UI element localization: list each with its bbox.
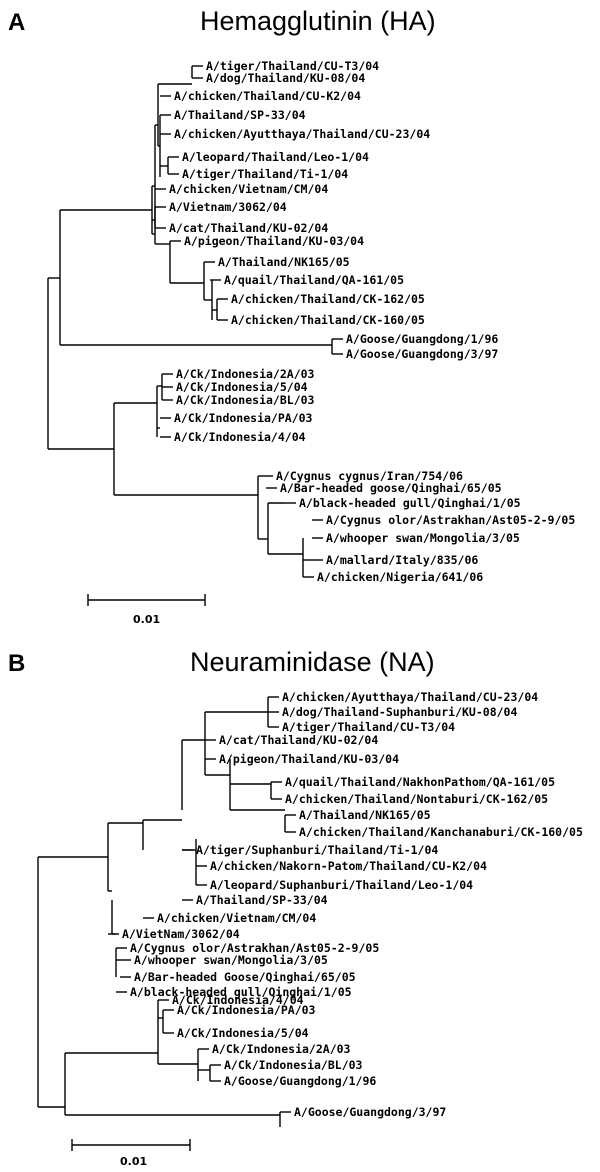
- tree-a-leaf-label: A/Ck/Indonesia/BL/03: [176, 393, 315, 407]
- tree-a-leaf-label: A/Thailand/SP-33/04: [174, 108, 306, 122]
- panel-a-title: Hemagglutinin (HA): [200, 6, 436, 36]
- tree-b-leaf-label: A/Ck/Indonesia/PA/03: [177, 1003, 316, 1017]
- tree-b-leaf-label: A/Ck/Indonesia/2A/03: [212, 1042, 351, 1056]
- panel-a: A Hemagglutinin (HA): [8, 6, 575, 626]
- tree-b-leaf-label: A/chicken/Ayutthaya/Thailand/CU-23/04: [282, 690, 538, 704]
- tree-b-leaf-label: A/Ck/Indonesia/4/04: [172, 993, 304, 1007]
- tree-b-leaf-label: A/chicken/Vietnam/CM/04: [157, 911, 316, 925]
- tree-a-leaf-label: A/Thailand/NK165/05: [218, 255, 350, 269]
- scale-bar-line: [87, 594, 206, 606]
- tree-b-leaf-label: A/VietNam/3062/04: [122, 927, 240, 941]
- tree-b-leaf-label: A/whooper swan/Mongolia/3/05: [134, 953, 328, 967]
- tree-b-leaf-label: A/tiger/Thailand/CU-T3/04: [282, 720, 455, 734]
- panel-a-scale-bar: 0.01: [87, 594, 206, 626]
- tree-b-leaf-label: A/quail/Thailand/NakhonPathom/QA-161/05: [285, 775, 555, 789]
- tree-b-leaf-label: A/Ck/Indonesia/5/04: [177, 1026, 309, 1040]
- tree-a-leaf-label: A/Vietnam/3062/04: [169, 200, 287, 214]
- tree-b-leaf-label: A/Thailand/SP-33/04: [196, 893, 328, 907]
- scale-bar-line: [71, 1139, 191, 1151]
- tree-b-leaf-label: A/chicken/Thailand/Kanchanaburi/CK-160/0…: [299, 825, 583, 839]
- tree-b-leaf-label: A/Thailand/NK165/05: [299, 808, 431, 822]
- panel-b: B Neuraminidase (NA): [8, 647, 583, 1168]
- panel-b-leaves: A/chicken/Ayutthaya/Thailand/CU-23/04A/d…: [108, 690, 583, 1119]
- panel-b-letter: B: [8, 650, 25, 677]
- tree-a-leaf-label: A/Cygnus olor/Astrakhan/Ast05-2-9/05: [326, 513, 575, 527]
- tree-a-leaf-label: A/tiger/Thailand/Ti-1/04: [182, 167, 348, 181]
- tree-b-leaf-label: A/Ck/Indonesia/BL/03: [224, 1058, 363, 1072]
- tree-a-leaf-label: A/Goose/Guangdong/1/96: [346, 332, 498, 346]
- tree-a-leaf-label: A/dog/Thailand/KU-08/04: [206, 71, 365, 85]
- tree-a-leaf-label: A/chicken/Nigeria/641/06: [317, 570, 483, 584]
- tree-b-leaf-label: A/chicken/Thailand/Nontaburi/CK-162/05: [285, 792, 548, 806]
- tree-a-leaf-label: A/chicken/Ayutthaya/Thailand/CU-23/04: [174, 127, 430, 141]
- panel-a-leaves: A/tiger/Thailand/CU-T3/04A/dog/Thailand/…: [155, 59, 575, 584]
- tree-a-leaf-label: A/Ck/Indonesia/4/04: [174, 430, 306, 444]
- tree-a-leaf-label: A/tiger/Thailand/CU-T3/04: [206, 59, 379, 73]
- tree-a-leaf-label: A/chicken/Thailand/CU-K2/04: [174, 89, 361, 103]
- tree-a-leaf-label: A/black-headed gull/Qinghai/1/05: [299, 496, 521, 510]
- tree-b-leaf-label: A/dog/Thailand-Suphanburi/KU-08/04: [282, 705, 517, 719]
- tree-a-leaf-label: A/chicken/Thailand/CK-162/05: [231, 292, 425, 306]
- tree-a-leaf-label: A/Cygnus cygnus/Iran/754/06: [276, 469, 463, 483]
- tree-a-leaf-label: A/leopard/Thailand/Leo-1/04: [182, 150, 369, 164]
- tree-b-leaf-label: A/Goose/Guangdong/3/97: [294, 1105, 446, 1119]
- panel-b-scale-bar: 0.01: [71, 1139, 191, 1168]
- tree-a-leaf-label: A/Ck/Indonesia/PA/03: [174, 411, 313, 425]
- tree-b-leaf-label: A/Bar-headed Goose/Qinghai/65/05: [134, 970, 356, 984]
- tree-a-leaf-label: A/cat/Thailand/KU-02/04: [169, 221, 328, 235]
- tree-b-leaf-label: A/pigeon/Thailand/KU-03/04: [219, 752, 399, 766]
- tree-a-leaf-label: A/Ck/Indonesia/5/04: [176, 380, 308, 394]
- tree-a-leaf-label: A/mallard/Italy/835/06: [326, 553, 478, 567]
- tree-a-leaf-label: A/Goose/Guangdong/3/97: [346, 347, 498, 361]
- tree-b-leaf-label: A/cat/Thailand/KU-02/04: [219, 733, 378, 747]
- tree-a-leaf-label: A/chicken/Vietnam/CM/04: [169, 182, 328, 196]
- tree-a-leaf-label: A/Bar-headed goose/Qinghai/65/05: [280, 481, 502, 495]
- tree-b-leaf-label: A/chicken/Nakorn-Patom/Thailand/CU-K2/04: [210, 859, 487, 873]
- tree-b-leaf-label: A/tiger/Suphanburi/Thailand/Ti-1/04: [196, 843, 438, 857]
- scale-bar-label: 0.01: [133, 613, 160, 626]
- tree-a-leaf-label: A/pigeon/Thailand/KU-03/04: [184, 234, 364, 248]
- panel-a-letter: A: [8, 9, 25, 36]
- tree-b-leaf-label: A/leopard/Suphanburi/Thailand/Leo-1/04: [210, 878, 473, 892]
- tree-a-leaf-label: A/whooper swan/Mongolia/3/05: [326, 531, 520, 545]
- tree-a-leaf-label: A/Ck/Indonesia/2A/03: [176, 367, 315, 381]
- tree-b-leaf-label: A/black-headed gull/Qinghai/1/05: [130, 985, 352, 999]
- panel-a-branches: [47, 66, 333, 577]
- tree-b-leaf-label: A/Cygnus olor/Astrakhan/Ast05-2-9/05: [130, 941, 379, 955]
- tree-a-leaf-label: A/quail/Thailand/QA-161/05: [224, 273, 404, 287]
- panel-b-title: Neuraminidase (NA): [190, 647, 435, 677]
- tree-b-leaf-label: A/Goose/Guangdong/1/96: [224, 1074, 376, 1088]
- scale-bar-label: 0.01: [120, 1155, 147, 1168]
- tree-a-leaf-label: A/chicken/Thailand/CK-160/05: [231, 313, 425, 327]
